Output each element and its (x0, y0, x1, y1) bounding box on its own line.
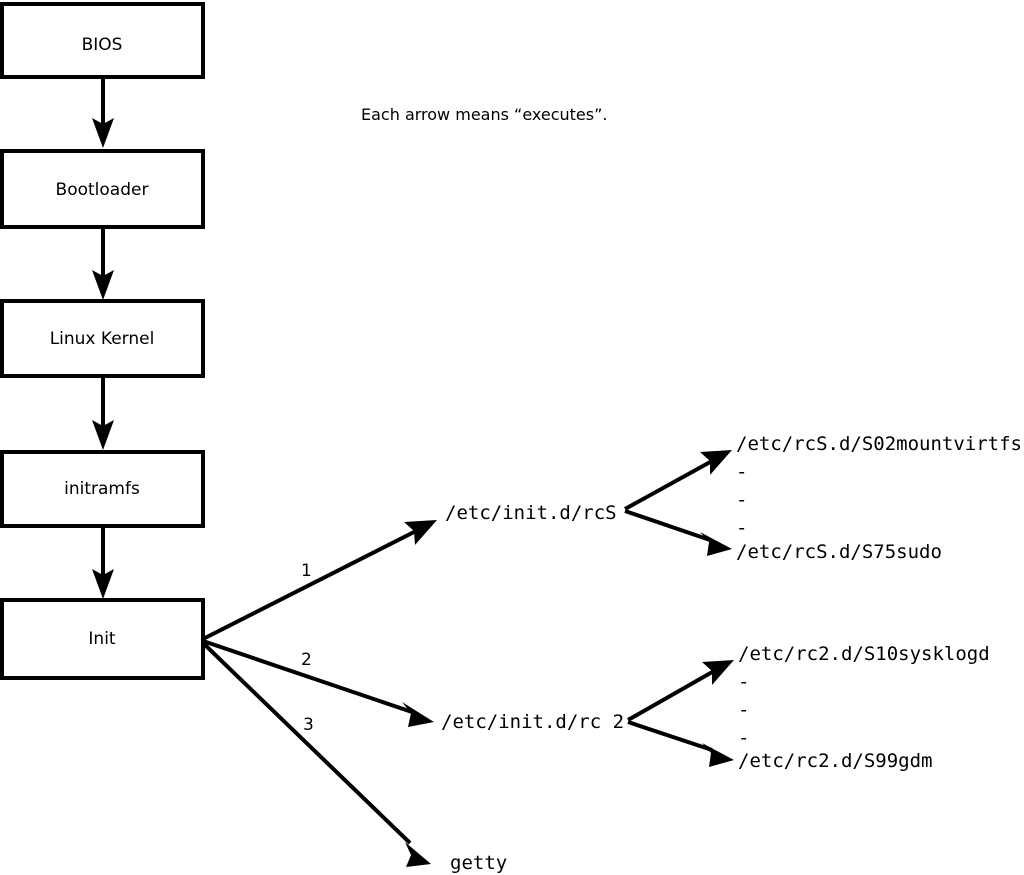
bios-label: BIOS (82, 35, 123, 55)
branch-1-number: 1 (301, 561, 312, 581)
rcs-subbranch-group: /etc/rcS.d/S02mountvirtfs - - - /etc/rcS… (624, 433, 1022, 563)
node-initramfs[interactable]: initramfs (0, 450, 205, 528)
caption-text: Each arrow means “executes”. (361, 105, 607, 124)
arrowhead-icon (92, 420, 114, 450)
rc2-subbranch-group: /etc/rc2.d/S10sysklogd - - - /etc/rc2.d/… (627, 643, 990, 772)
node-init[interactable]: Init (0, 598, 205, 680)
bootloader-box[interactable] (0, 149, 205, 229)
rc2-first-script-label: /etc/rc2.d/S10sysklogd (738, 643, 990, 665)
rcs-ellipsis-dash-3: - (736, 517, 747, 539)
rc2-ellipsis-dash-3: - (738, 727, 749, 749)
bios-box[interactable] (0, 2, 205, 79)
arrow-bios-to-bootloader (92, 77, 114, 148)
init-label: Init (88, 629, 116, 649)
node-linux-kernel[interactable]: Linux Kernel (0, 299, 205, 378)
linux-kernel-label: Linux Kernel (50, 329, 155, 349)
rc2-last-script-label: /etc/rc2.d/S99gdm (738, 750, 932, 772)
bootloader-label: Bootloader (56, 180, 149, 200)
arrow-bootloader-to-kernel (92, 227, 114, 300)
boot-chain-group: BIOS Bootloader Linux Kernel (0, 2, 205, 680)
arrowhead-icon (702, 660, 734, 685)
branch-3-number: 3 (303, 715, 314, 735)
branch-2-number: 2 (301, 650, 312, 670)
rcs-last-script-label: /etc/rcS.d/S75sudo (736, 541, 942, 563)
branch-2-target-label: /etc/init.d/rc 2 (441, 711, 624, 733)
branch-3-target-label: getty (450, 852, 507, 874)
rcs-first-script-label: /etc/rcS.d/S02mountvirtfs (736, 433, 1022, 455)
branch-2-group: 2 /etc/init.d/rc 2 (202, 639, 624, 733)
arrowhead-icon (92, 270, 114, 300)
arrow-initramfs-to-init (92, 526, 114, 599)
arrowhead-icon (92, 118, 114, 148)
rcs-ellipsis-dash-2: - (736, 489, 747, 511)
node-bios[interactable]: BIOS (0, 2, 205, 79)
arrowhead-icon (404, 520, 437, 545)
node-bootloader[interactable]: Bootloader (0, 149, 205, 229)
arrowhead-icon (92, 569, 114, 599)
arrowhead-icon (402, 702, 434, 727)
rcs-ellipsis-dash-1: - (736, 461, 747, 483)
rc2-ellipsis-dash-2: - (738, 699, 749, 721)
rc2-ellipsis-dash-1: - (738, 671, 749, 693)
arrowhead-icon (702, 743, 734, 767)
branch-1-group: 1 /etc/init.d/rcS (202, 502, 617, 641)
arrowhead-icon (405, 842, 431, 867)
arrowhead-icon (700, 532, 732, 556)
arrow-kernel-to-initramfs (92, 376, 114, 450)
arrowhead-icon (700, 450, 732, 475)
branch-1-target-label: /etc/init.d/rcS (445, 502, 617, 524)
branch-3-group: 3 getty (201, 641, 507, 874)
linux-kernel-box[interactable] (0, 299, 205, 378)
initramfs-label: initramfs (64, 479, 140, 499)
